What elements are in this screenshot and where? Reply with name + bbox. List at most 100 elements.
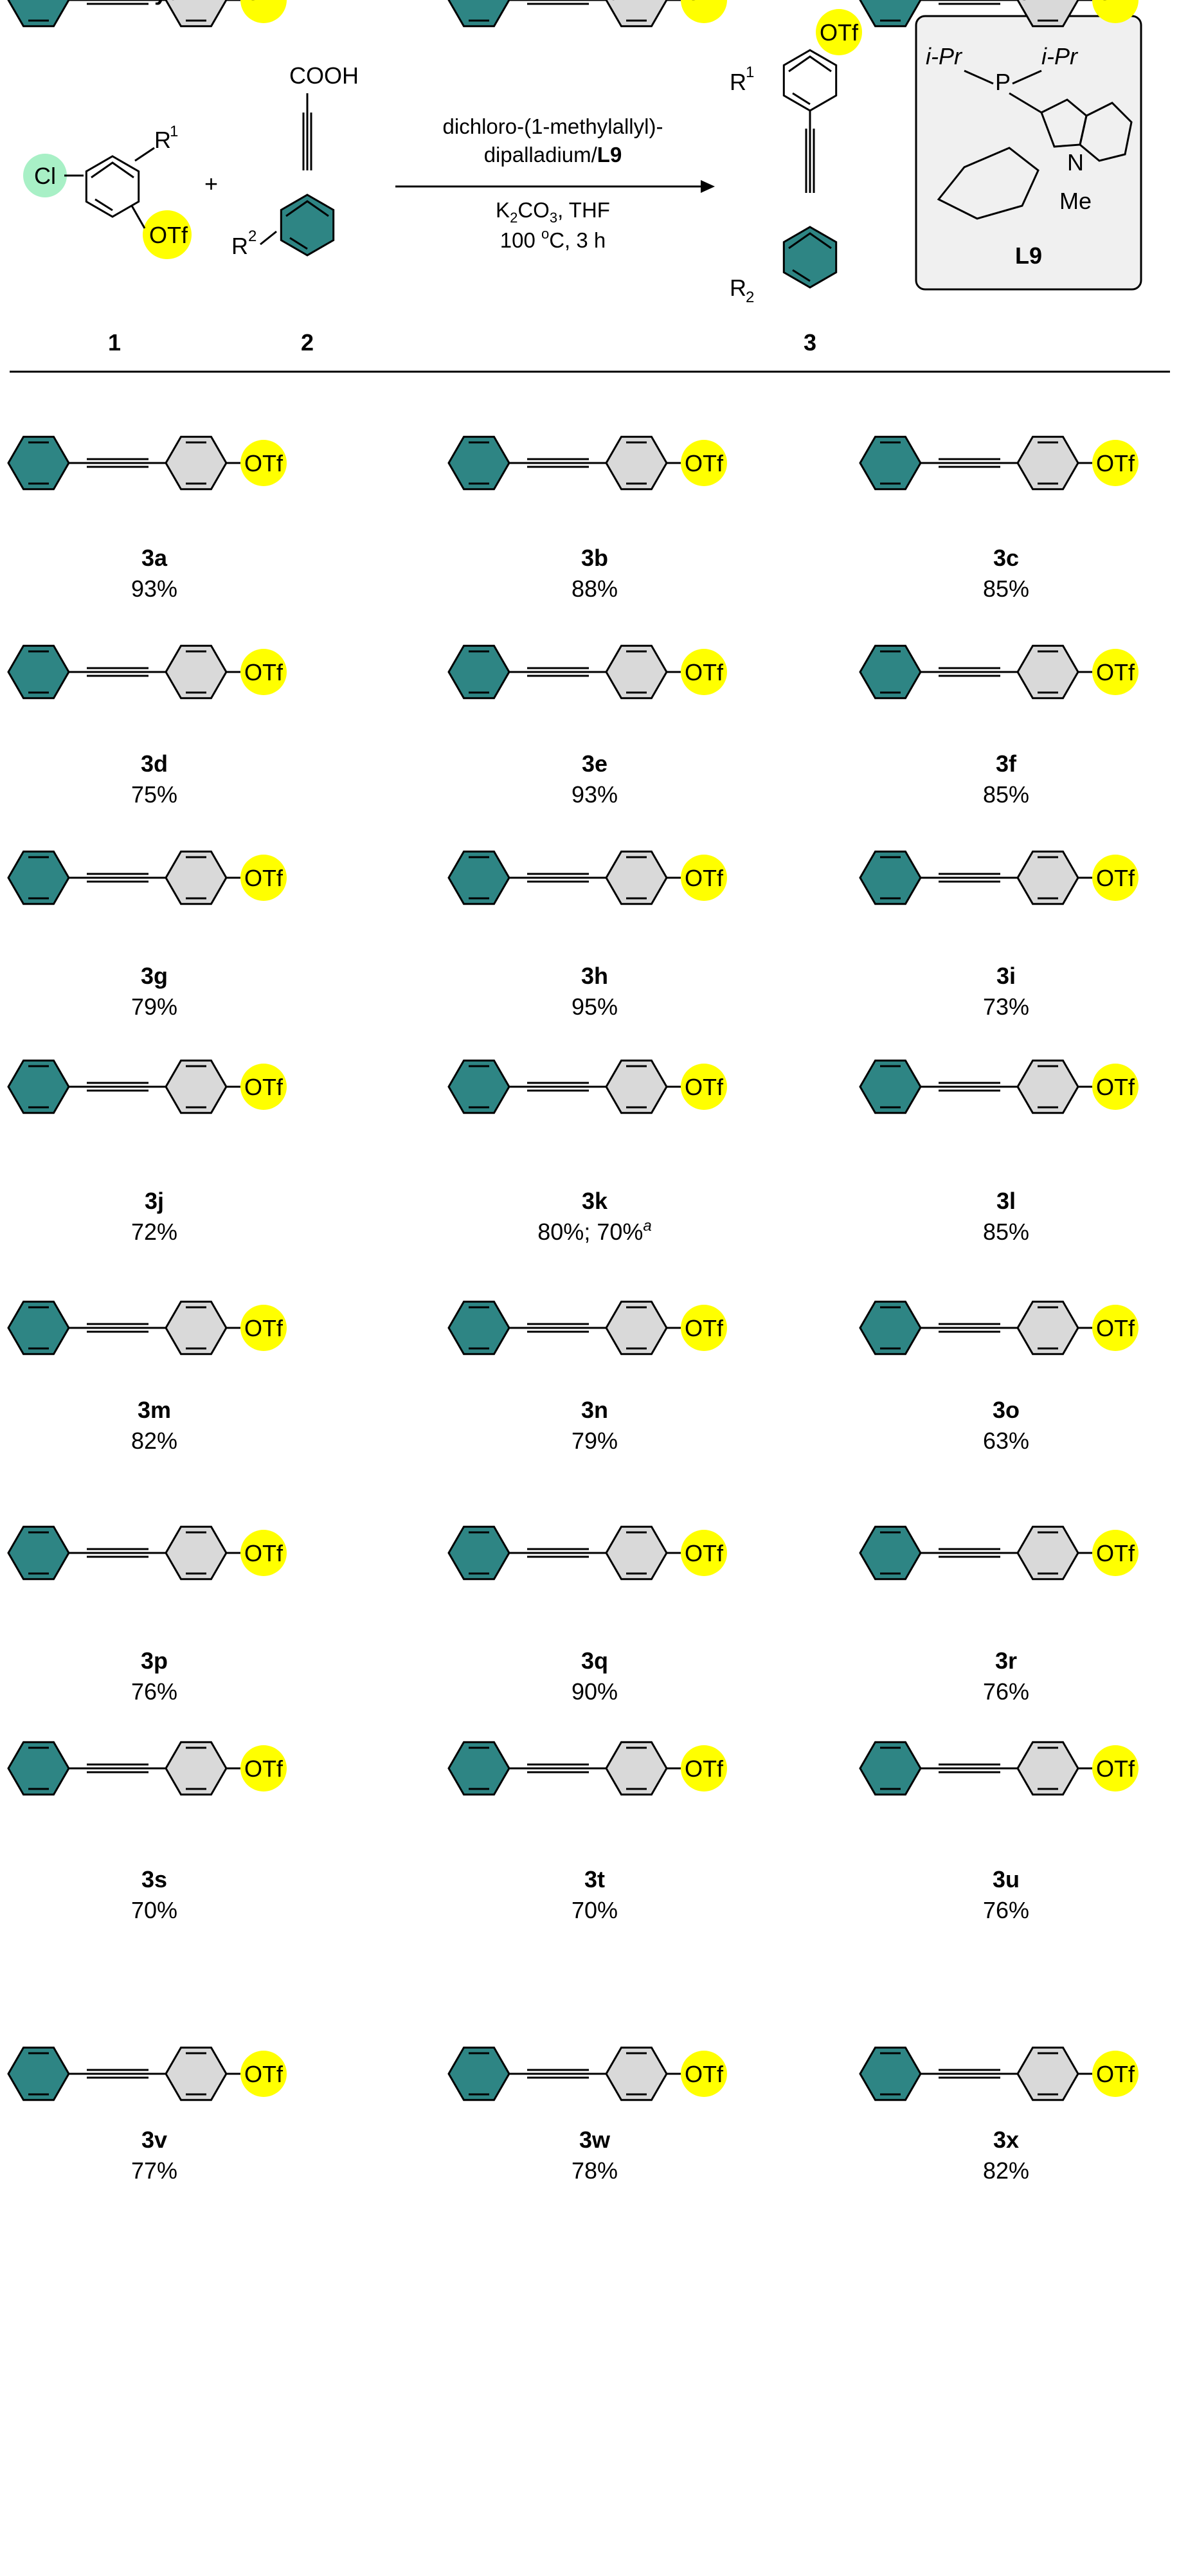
svg-text:dichloro-(1-methylallyl)-: dichloro-(1-methylallyl)-: [443, 114, 663, 138]
triflate-text: OTf: [685, 450, 724, 476]
triflate-text: OTf: [244, 2061, 284, 2087]
compound-yield: 75%: [131, 781, 177, 808]
svg-text:i-Pr: i-Pr: [1041, 43, 1079, 69]
compound-yield: 78%: [572, 2157, 618, 2184]
compound-yield: 72%: [131, 1219, 177, 1245]
triflate-group: OTf: [1092, 1064, 1138, 1110]
compound-yield: 79%: [131, 993, 177, 1020]
compound-3j: OTf 3j 72%: [7, 1059, 287, 1245]
triflate-group: OTf: [240, 0, 287, 23]
compound-yield: 85%: [983, 576, 1029, 602]
compound-label: 3w: [579, 2127, 611, 2153]
triflate-group: OTf: [1092, 855, 1138, 901]
triflate-group: OTf: [1092, 0, 1138, 23]
compound-yield: 76%: [983, 1897, 1029, 1923]
compound-3r: OTf 3r 76%: [859, 1525, 1138, 1705]
compound-yield: 77%: [131, 2157, 177, 2184]
triflate-text: OTf: [685, 1755, 724, 1782]
compound-label: 3v: [141, 2127, 167, 2153]
compound-label: 3e: [582, 750, 608, 777]
reactant-1-label: 1: [108, 329, 121, 356]
svg-text:100 oC, 3 h: 100 oC, 3 h: [500, 226, 606, 252]
triflate-text: OTf: [244, 1755, 284, 1782]
triflate-text: OTf: [1096, 1755, 1135, 1782]
triflate-group: OTf: [681, 1305, 727, 1351]
triflate-group: OTf: [681, 1530, 727, 1576]
triflate-group: OTf: [1092, 1745, 1138, 1791]
triflate-text: OTf: [244, 450, 284, 476]
triflate-group: OTf: [681, 2051, 727, 2097]
compound-yield: 70%: [572, 0, 618, 5]
ligand-label: L9: [1015, 242, 1042, 269]
triflate-group: OTf: [1092, 2051, 1138, 2097]
reactant-1: Cl R 1 OTf 1: [23, 123, 192, 356]
compound-label: 3b: [581, 545, 608, 571]
compound-yield: 76%: [983, 1678, 1029, 1705]
triflate-group: OTf: [681, 440, 727, 486]
triflate-group: OTf: [681, 855, 727, 901]
svg-text:K2CO3, THF: K2CO3, THF: [496, 198, 610, 226]
compound-label: 3l: [996, 1188, 1016, 1214]
compound-label: 3q: [581, 1647, 608, 1674]
triflate-group: OTf: [681, 1064, 727, 1110]
compound-label: 3g: [141, 963, 168, 989]
svg-text:1: 1: [170, 123, 178, 140]
compound-label: 3o: [993, 1397, 1020, 1423]
compound-yield: 93%: [131, 576, 177, 602]
compound-label: 3h: [581, 963, 608, 989]
compound-3w: OTf 3w 78%: [447, 2046, 727, 2184]
product-3: OTf R 1 R 2 3: [730, 9, 862, 356]
compound-yield: 69%: [983, 0, 1029, 5]
triflate-text: OTf: [244, 0, 284, 5]
triflate-text: OTf: [1096, 0, 1135, 5]
triflate-text: OTf: [685, 1315, 724, 1341]
compound-yield: 80%; 70%a: [537, 1217, 651, 1245]
compound-label: 3j: [145, 1188, 164, 1214]
compound-label: 3r: [995, 1647, 1017, 1674]
svg-text:Me: Me: [1059, 188, 1092, 214]
compound-label: 3i: [996, 963, 1016, 989]
triflate-group: OTf: [240, 1064, 287, 1110]
reactant-2: COOH R 2 2: [231, 62, 359, 356]
compound-yield: 93%: [572, 781, 618, 808]
triflate-text: OTf: [1096, 1315, 1135, 1341]
compound-yield: 90%: [572, 1678, 618, 1705]
svg-text:2: 2: [248, 228, 256, 245]
compound-3z: OTf3z70%: [447, 0, 727, 28]
svg-text:R: R: [231, 233, 248, 259]
compound-yield: 70%: [131, 1897, 177, 1923]
triflate-text: OTf: [244, 1540, 284, 1566]
compound-label: 3c: [993, 545, 1019, 571]
reaction-conditions: dichloro-(1-methylallyl)- dipalladium/L9…: [395, 114, 715, 252]
compound-3q: OTf 3q 90%: [447, 1525, 727, 1705]
triflate-group: OTf: [240, 649, 287, 695]
compound-3y: OTf3y77%: [7, 0, 287, 28]
compound-label: 3t: [584, 1866, 605, 1892]
product-3-label: 3: [804, 329, 816, 356]
triflate-text: OTf: [1096, 1074, 1135, 1100]
compound-yield: 63%: [983, 1428, 1029, 1454]
triflate-text: OTf: [685, 865, 724, 891]
triflate-text: OTf: [685, 2061, 724, 2087]
compound-label: 3m: [138, 1397, 171, 1423]
compound-label: 3x: [993, 2127, 1019, 2153]
svg-text:R: R: [730, 275, 746, 301]
triflate-text: OTf: [244, 1315, 284, 1341]
compound-yield: 85%: [983, 781, 1029, 808]
compound-label: 3k: [582, 1188, 608, 1214]
compound-label: 3f: [996, 750, 1017, 777]
triflate-group: OTf: [240, 1305, 287, 1351]
triflate-group: OTf: [1092, 1530, 1138, 1576]
triflate-text: OTf: [685, 1540, 724, 1566]
compound-label: 3aa: [987, 0, 1026, 5]
triflate-text: OTf: [685, 1074, 724, 1100]
